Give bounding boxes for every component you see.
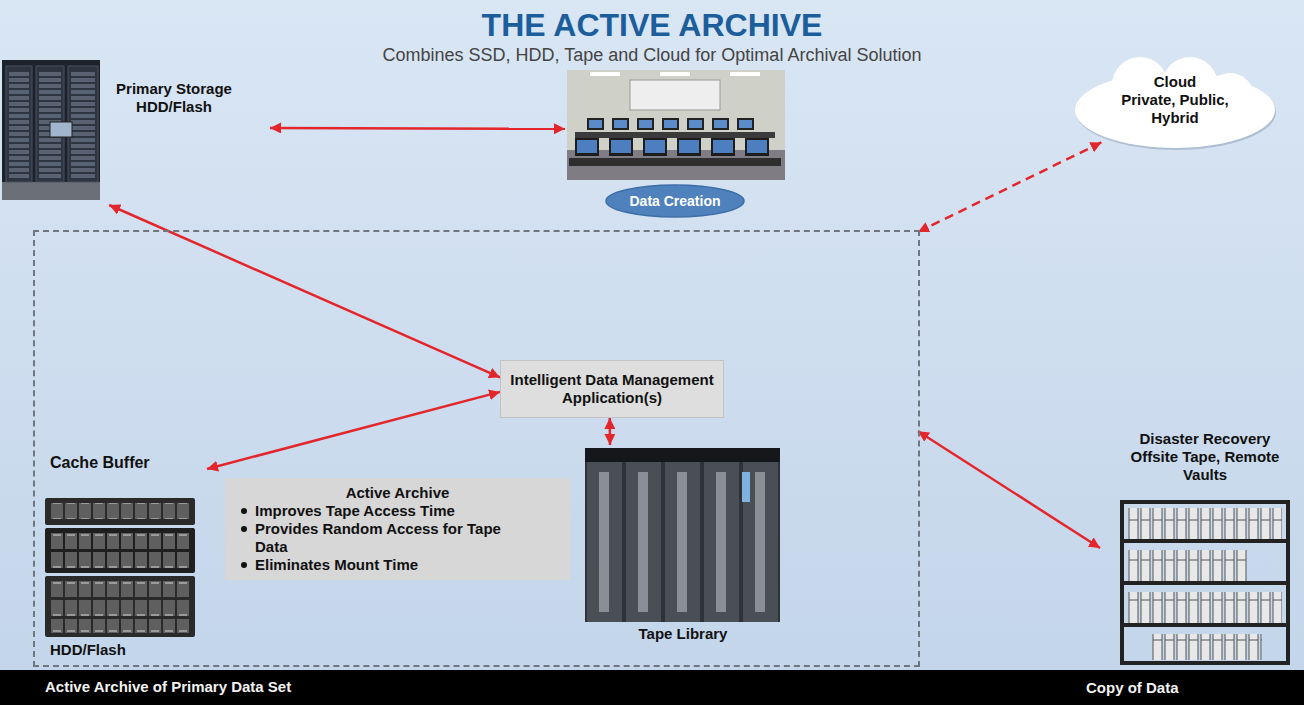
tape-library-picture: [742, 472, 750, 502]
cache-server-picture: [45, 528, 195, 573]
tape-vault-shelves: [1122, 502, 1288, 663]
node-label: Primary Storage HDD/Flash: [104, 80, 244, 116]
classroom-picture: [567, 70, 785, 180]
server-room-picture: [50, 122, 72, 137]
flow-arrow: [918, 431, 1100, 548]
cache-server-picture: [50, 600, 190, 616]
classroom-picture: [575, 132, 775, 138]
tape-vault-shelves: [1128, 508, 1282, 540]
node-label: Tape Library: [583, 625, 783, 643]
node-label: Disaster Recovery Offsite Tape, Remote V…: [1130, 430, 1280, 484]
tape-library-picture: [585, 448, 780, 622]
cache-server-picture: [50, 581, 190, 597]
label-ellipse: [606, 185, 744, 217]
flow-arrow: [207, 392, 500, 469]
server-room-picture: [71, 70, 95, 178]
tape-vault-shelves: [1122, 502, 1288, 663]
bullet-item: Provides Random Access for Tape Data: [255, 520, 505, 556]
node-label: Cloud: [1110, 73, 1240, 91]
primary-storage: Primary Storage HDD/Flash: [2, 58, 270, 205]
flow-arrow: [609, 418, 612, 445]
cache-buffer: Cache BufferHDD/Flash: [42, 452, 207, 664]
flow-arrow: [270, 127, 565, 130]
tape-vault-shelves: [1122, 541, 1288, 625]
classroom-picture: [567, 70, 785, 180]
process-box: Intelligent Data Management Application(…: [500, 360, 724, 418]
active-archive-region: Active Archive of Primary Data SetIntell…: [35, 232, 918, 665]
cloud-lobe: [1075, 72, 1275, 148]
node-sublabel: Private, Public, Hybrid: [1105, 91, 1245, 127]
server-room-picture: [2, 60, 100, 200]
tape-vault-shelves: [1128, 592, 1282, 624]
tape-library-picture: [585, 462, 780, 622]
node-label: Intelligent Data Management Application(…: [507, 371, 717, 407]
tape-library-picture: [585, 448, 780, 462]
cache-server-picture: [45, 498, 195, 525]
classroom-picture: [730, 72, 760, 76]
subtitle: Combines SSD, HDD, Tape and Cloud for Op…: [0, 44, 1304, 66]
server-room-picture: [9, 70, 29, 178]
bullet-item: Eliminates Mount Time: [255, 556, 505, 574]
cache-server-picture: [50, 503, 190, 519]
flow-arrow: [109, 205, 500, 377]
note-box: Active ArchiveImproves Tape Access TimeP…: [225, 478, 570, 580]
cache-server-picture: [50, 619, 190, 633]
node-sublabel: HDD/Flash: [50, 641, 170, 659]
classroom-picture: [590, 72, 620, 76]
classroom-picture: [660, 72, 690, 76]
dashed-arrow: [918, 142, 1102, 232]
bullet-item: Improves Tape Access Time: [255, 502, 505, 520]
node-label: Cache Buffer: [50, 454, 170, 472]
cloud-shape: CloudPrivate, Public, Hybrid: [1070, 55, 1280, 150]
cache-server-picture: [45, 498, 195, 637]
tape-vault-shelves: [1128, 550, 1248, 582]
server-room-picture: [6, 66, 32, 182]
classroom-picture: [630, 80, 720, 110]
classroom-picture: [585, 118, 760, 132]
tape-library-picture: [585, 448, 780, 622]
footer-bar: [0, 670, 1304, 705]
box-heading: Active Archive: [235, 484, 560, 502]
footer-label: Copy of Data: [1086, 679, 1286, 697]
data-creation: Data Creation: [565, 68, 785, 220]
disaster-recovery: Disaster Recovery Offsite Tape, Remote V…: [1100, 428, 1295, 668]
node-label: Active Archive of Primary Data Set: [45, 678, 445, 696]
diagram-title: THE ACTIVE ARCHIVE: [0, 6, 1304, 44]
node-label: Data Creation: [605, 192, 745, 210]
tape-vault-shelves: [1152, 634, 1262, 660]
tape-library: Tape Library: [583, 445, 783, 650]
classroom-picture: [572, 138, 776, 158]
server-room-picture: [2, 182, 100, 200]
cache-server-picture: [50, 533, 190, 549]
cache-server-picture: [50, 552, 190, 568]
cloud-fill: [1075, 57, 1275, 148]
cache-server-picture: [45, 576, 195, 637]
classroom-picture: [569, 158, 781, 166]
server-room-picture: [2, 60, 100, 200]
